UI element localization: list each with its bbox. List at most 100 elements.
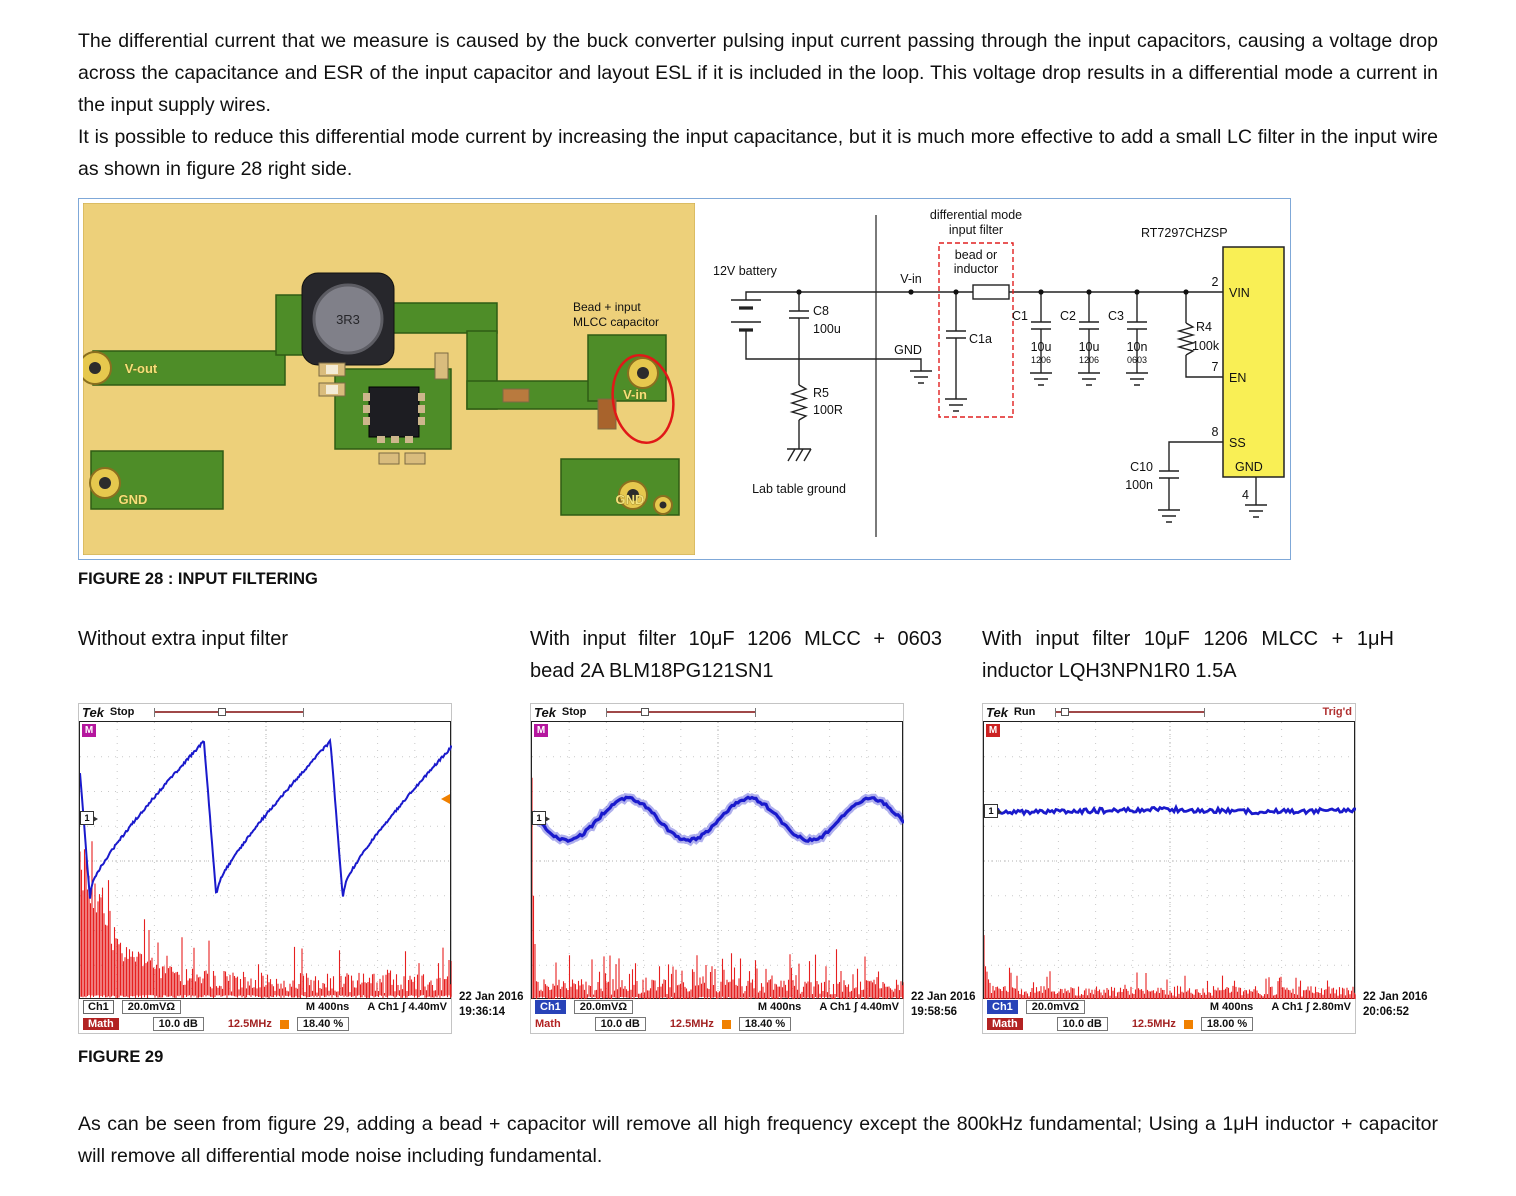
pin8-number: 8 xyxy=(1212,425,1219,439)
capture-time: 20:06:52 xyxy=(1363,1005,1410,1018)
lab-ground-label: Lab table ground xyxy=(752,482,846,496)
orange-marker-icon xyxy=(279,1019,289,1029)
timebase-readout: M 400ns xyxy=(757,1001,802,1014)
c3-name: C3 xyxy=(1108,309,1124,323)
tek-logo: Tek xyxy=(82,704,104,720)
scope-header-bar: Tek Stop xyxy=(531,704,903,721)
pin4-label: GND xyxy=(1235,460,1263,474)
ch1-scale: 20.0mVΩ xyxy=(573,1000,634,1015)
c1-size: 1206 xyxy=(1031,355,1051,365)
r5-value: 100R xyxy=(813,403,843,417)
scope-graticule: M 1 xyxy=(531,720,904,1000)
filter-title-line2: input filter xyxy=(949,223,1003,237)
capture-timestamp-2: 22 Jan 2016 19:58:56 xyxy=(911,990,976,1020)
pcb-annotation-line2: MLCC capacitor xyxy=(573,315,659,329)
math-scale: 10.0 dB xyxy=(594,1017,646,1032)
waveform-plot xyxy=(532,721,904,1000)
channel1-position-marker: 1 xyxy=(532,811,550,826)
timebase-readout: M 400ns xyxy=(305,1001,350,1014)
pcb-vin-label: V-in xyxy=(623,387,647,402)
trigger-level-arrow-icon xyxy=(441,793,450,804)
math-frequency: 12.5MHz xyxy=(227,1018,272,1031)
c2-value: 10u xyxy=(1079,340,1100,354)
tek-logo: Tek xyxy=(986,704,1008,720)
battery-label: 12V battery xyxy=(713,264,778,278)
c3-value: 10n xyxy=(1127,340,1148,354)
c10-name: C10 xyxy=(1130,460,1153,474)
pin7-number: 7 xyxy=(1212,360,1219,374)
math-scale: 10.0 dB xyxy=(1056,1017,1108,1032)
scope-math-row: Math 10.0 dB 12.5MHz 18.40 % xyxy=(531,1016,903,1033)
r5-name: R5 xyxy=(813,386,829,400)
pin2-label: VIN xyxy=(1229,286,1250,300)
regul-chip-body xyxy=(1222,246,1285,478)
scope-graticule: M 1 xyxy=(983,720,1356,1000)
c8-name: C8 xyxy=(813,304,829,318)
capture-date: 22 Jan 2016 xyxy=(911,990,976,1003)
trigger-readout: A Ch1 ʃ 4.40mV xyxy=(367,1001,447,1014)
scope-math-row: Math 10.0 dB 12.5MHz 18.40 % xyxy=(79,1016,451,1033)
scope-graticule: M 1 xyxy=(79,720,452,1000)
filter-title-line1: differential mode xyxy=(930,208,1022,222)
ch1-scale: 20.0mVΩ xyxy=(121,1000,182,1015)
scope-heading-2: With input filter 10μF 1206 MLCC + 0603 … xyxy=(530,627,942,682)
pcb-layout-image: 3R3 xyxy=(83,202,695,555)
pcb-annotation-line1: Bead + input xyxy=(573,300,641,314)
capture-timestamp-3: 22 Jan 2016 20:06:52 xyxy=(1363,990,1428,1020)
r4-name: R4 xyxy=(1196,320,1212,334)
capture-time: 19:36:14 xyxy=(459,1005,506,1018)
ch1-label: Ch1 xyxy=(987,1000,1018,1015)
trigger-readout: A Ch1 ʃ 4.40mV xyxy=(819,1001,899,1014)
trigger-readout: A Ch1 ʃ 2.80mV xyxy=(1271,1001,1351,1014)
math-frequency: 12.5MHz xyxy=(1131,1018,1176,1031)
timebase-readout: M 400ns xyxy=(1209,1001,1254,1014)
scope-column-2: Tek Stop M 1 Ch1 20.0mVΩ M 400ns A Ch1 ʃ… xyxy=(530,702,982,1034)
oscilloscope-capture-3: Tek Run Trig'd M 1 Ch1 20.0mVΩ M 400ns A… xyxy=(982,702,1356,1034)
pin7-label: EN xyxy=(1229,371,1246,385)
c3-size: 0603 xyxy=(1127,355,1147,365)
inductor-value-label: 3R3 xyxy=(336,312,360,327)
bead-label-line1: bead or xyxy=(955,248,997,262)
trigd-indicator: Trig'd xyxy=(1322,706,1352,719)
math-label: Math xyxy=(535,1018,561,1031)
gnd-net-label: GND xyxy=(894,343,922,357)
tek-logo: Tek xyxy=(534,704,556,720)
channel1-position-marker: 1 xyxy=(80,811,98,826)
c2-name: C2 xyxy=(1060,309,1076,323)
ch1-label: Ch1 xyxy=(83,1000,114,1015)
trigger-position-marker xyxy=(217,707,226,716)
c1-name: C1 xyxy=(1012,309,1028,323)
pcb-gnd-right-label: GND xyxy=(616,492,645,507)
pcb-inductor: 3R3 xyxy=(301,272,395,366)
scope-header-bar: Tek Stop xyxy=(79,704,451,721)
capture-timestamp-1: 22 Jan 2016 19:36:14 xyxy=(459,990,524,1020)
vin-net-label: V-in xyxy=(900,272,922,286)
pin4-number: 4 xyxy=(1242,488,1249,502)
math-channel-marker: M xyxy=(986,723,1000,737)
waveform-plot xyxy=(80,721,452,1000)
c2-size: 1206 xyxy=(1079,355,1099,365)
junction-dots xyxy=(796,289,1189,295)
bead-component xyxy=(972,284,1010,300)
trigger-position-percent: 18.40 % xyxy=(296,1017,350,1032)
c10-value: 100n xyxy=(1125,478,1153,492)
pcb-passive-components xyxy=(318,352,617,465)
waveform-plot xyxy=(984,721,1356,1000)
figure-29-caption: FIGURE 29 xyxy=(78,1047,164,1066)
math-label: Math xyxy=(987,1018,1023,1031)
trigger-position-bar xyxy=(154,707,305,717)
c8-value: 100u xyxy=(813,322,841,336)
pin8-label: SS xyxy=(1229,436,1246,450)
trigger-position-marker xyxy=(1060,707,1069,716)
math-frequency: 12.5MHz xyxy=(669,1018,714,1031)
capture-date: 22 Jan 2016 xyxy=(459,990,524,1003)
math-channel-marker: M xyxy=(82,723,96,737)
scope-status-row: Ch1 20.0mVΩ M 400ns A Ch1 ʃ 2.80mV xyxy=(983,999,1355,1016)
figure-28-caption: FIGURE 28 : INPUT FILTERING xyxy=(78,569,318,588)
capture-date: 22 Jan 2016 xyxy=(1363,990,1428,1003)
chip-part-number: RT7297CHZSP xyxy=(1141,226,1228,240)
ch1-scale: 20.0mVΩ xyxy=(1025,1000,1086,1015)
scope-column-3: Tek Run Trig'd M 1 Ch1 20.0mVΩ M 400ns A… xyxy=(982,702,1434,1034)
oscilloscope-capture-1: Tek Stop M 1 Ch1 20.0mVΩ M 400ns A Ch1 ʃ… xyxy=(78,702,452,1034)
